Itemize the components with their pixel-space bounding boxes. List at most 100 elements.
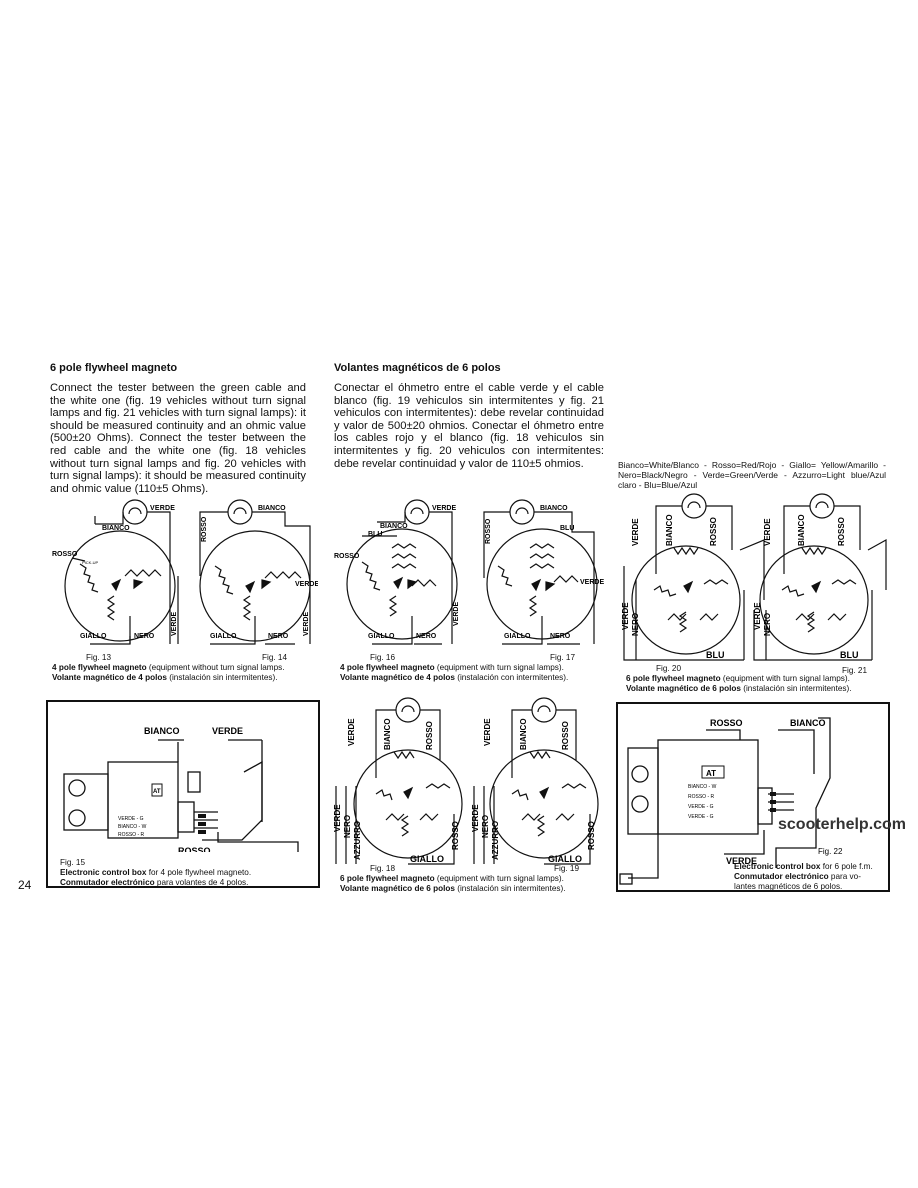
caption-bold: Volante magnético de 6 polos bbox=[340, 884, 455, 893]
caption-text: para vo- lantes magnéticos de 6 polos. bbox=[734, 872, 861, 891]
wire-label: ROSSO bbox=[52, 551, 78, 558]
fig-17-label: Fig. 17 bbox=[550, 653, 576, 662]
wire-label: BIANCO bbox=[258, 505, 286, 512]
paragraph-en: Connect the tester between the green cab… bbox=[50, 382, 306, 495]
wire-label: BLU bbox=[560, 525, 574, 532]
wire-label: BLU bbox=[706, 650, 725, 660]
wire-label: BIANCO bbox=[383, 718, 392, 750]
heading-es: Volantes magnéticos de 6 polos bbox=[334, 362, 501, 374]
wire-label: NERO bbox=[481, 815, 490, 838]
wire-label: ROSSO bbox=[485, 518, 492, 544]
wire-label: VERDE bbox=[471, 804, 480, 832]
terminal-label: BIANCO - W bbox=[688, 784, 717, 790]
at-label: AT bbox=[706, 769, 716, 778]
wire-label: NERO bbox=[550, 633, 571, 640]
caption-text: (instalación sin intermitentes). bbox=[740, 684, 852, 693]
figure-13-14-diagram: VERDE BIANCO ROSSO PICK-UP GIALLO NERO V… bbox=[52, 499, 318, 645]
wire-label: BIANCO bbox=[665, 514, 674, 546]
caption-text: (equipment with turn signal lamps). bbox=[434, 874, 564, 883]
wire-label: VERDE bbox=[303, 612, 310, 636]
wire-label: AZZURRO bbox=[491, 821, 500, 860]
wire-label: BIANCO bbox=[102, 525, 130, 532]
wire-label: GIALLO bbox=[548, 854, 582, 864]
wire-label: BIANCO bbox=[797, 514, 806, 546]
figure-20-21-diagram: VERDE BIANCO ROSSO VERDE NERO BLU VERDE … bbox=[621, 493, 887, 661]
caption-22: Electronic control box for 6 pole f.m. C… bbox=[734, 862, 884, 892]
wire-label: PICK-UP bbox=[82, 560, 99, 565]
wire-label: VERDE bbox=[483, 718, 492, 746]
wire-label: VERDE bbox=[171, 612, 178, 636]
caption-bold: Electronic control box bbox=[734, 862, 821, 871]
wire-label: VERDE bbox=[432, 505, 456, 512]
wire-label: GIALLO bbox=[504, 633, 531, 640]
terminal-label: VERDE - G bbox=[688, 804, 714, 810]
wire-label: NERO bbox=[416, 633, 437, 640]
caption-bold: 6 pole flywheel magneto bbox=[626, 674, 721, 683]
wire-label: ROSSO bbox=[334, 553, 360, 560]
wire-label: VERDE bbox=[333, 804, 342, 832]
caption-text: (equipment without turn signal lamps. bbox=[146, 663, 285, 672]
wire-label: GIALLO bbox=[210, 633, 237, 640]
caption-text: (instalación con intermitentes). bbox=[454, 673, 569, 682]
caption-text: (instalación sin intermitentes). bbox=[454, 884, 566, 893]
wire-label: VERDE bbox=[453, 602, 460, 626]
wire-label: VERDE bbox=[763, 518, 772, 546]
wire-label: VERDE bbox=[212, 726, 243, 736]
caption-20-21: 6 pole flywheel magneto (equipment with … bbox=[626, 674, 896, 694]
caption-bold: Volante magnético de 4 polos bbox=[52, 673, 167, 682]
wire-label: BLU bbox=[840, 650, 859, 660]
wire-label: BIANCO bbox=[519, 718, 528, 750]
figure-22-panel: AT ROSSO BIANCO VERDE BIANCO - W ROSSO -… bbox=[616, 702, 906, 892]
caption-16-17: 4 pole flywheel magneto (equipment with … bbox=[340, 663, 610, 683]
wire-label: NERO bbox=[134, 633, 155, 640]
color-legend: Bianco=White/Blanco - Rosso=Red/Rojo - G… bbox=[618, 460, 886, 490]
fig-14-label: Fig. 14 bbox=[262, 653, 288, 662]
terminal-label: VERDE - G bbox=[688, 814, 714, 820]
fig-21-label: Fig. 21 bbox=[842, 666, 868, 675]
terminal-label: VERDE - G bbox=[118, 816, 144, 822]
wire-label: AZZURRO bbox=[353, 821, 362, 860]
terminal-label: BIANCO - W bbox=[118, 824, 147, 830]
watermark-text: scooterhelp.com bbox=[778, 816, 907, 833]
heading-en: 6 pole flywheel magneto bbox=[50, 362, 178, 374]
wire-label: BIANCO bbox=[144, 726, 180, 736]
wire-label: GIALLO bbox=[410, 854, 444, 864]
wire-label: ROSSO bbox=[425, 721, 434, 750]
caption-15: Electronic control box for 4 pole flywhe… bbox=[60, 868, 316, 888]
wire-label: ROSSO bbox=[201, 516, 208, 542]
fig-18-label: Fig. 18 bbox=[370, 864, 396, 873]
caption-bold: 6 pole flywheel magneto bbox=[340, 874, 435, 883]
fig-15-label: Fig. 15 bbox=[60, 858, 86, 867]
caption-text: (equipment with turn signal lamps). bbox=[434, 663, 564, 672]
wire-label: VERDE bbox=[726, 856, 757, 866]
wire-label: ROSSO bbox=[709, 517, 718, 546]
wire-label: BLU bbox=[368, 531, 382, 538]
wire-label: VERDE bbox=[295, 581, 318, 588]
caption-13-14: 4 pole flywheel magneto (equipment witho… bbox=[52, 663, 322, 683]
control-box-4-pole-diagram: AT BIANCO VERDE ROSSO VERDE - G BIANCO -… bbox=[63, 726, 299, 852]
wire-label: NERO bbox=[268, 633, 289, 640]
at-label: AT bbox=[153, 789, 161, 795]
caption-bold: Conmutador electrónico bbox=[734, 872, 829, 881]
wire-label: ROSSO bbox=[837, 517, 846, 546]
wire-label: VERDE bbox=[753, 602, 762, 630]
wire-label: BIANCO bbox=[540, 505, 568, 512]
wire-label: ROSSO bbox=[451, 821, 460, 850]
wire-label: ROSSO bbox=[587, 821, 596, 850]
figure-18-19-diagram: VERDE BIANCO ROSSO VERDE NERO AZZURRO RO… bbox=[333, 697, 599, 865]
wire-label: NERO bbox=[763, 613, 772, 636]
wire-label: BIANCO bbox=[790, 718, 826, 728]
figure-15-panel: AT BIANCO VERDE ROSSO VERDE - G BIANCO -… bbox=[46, 700, 320, 888]
wire-label: VERDE bbox=[631, 518, 640, 546]
fig-19-label: Fig. 19 bbox=[554, 864, 580, 873]
wire-label: NERO bbox=[343, 815, 352, 838]
wire-label: ROSSO bbox=[710, 718, 743, 728]
wire-label: NERO bbox=[631, 613, 640, 636]
caption-text: (instalación sin intermitentes). bbox=[166, 673, 278, 682]
fig-22-label: Fig. 22 bbox=[818, 847, 843, 856]
caption-bold: Conmutador electrónico bbox=[60, 878, 155, 887]
terminal-label: ROSSO - R bbox=[688, 794, 715, 800]
caption-bold: Volante magnético de 4 polos bbox=[340, 673, 455, 682]
caption-text: para volantes de 4 polos. bbox=[154, 878, 249, 887]
wire-label: ROSSO bbox=[178, 846, 211, 852]
